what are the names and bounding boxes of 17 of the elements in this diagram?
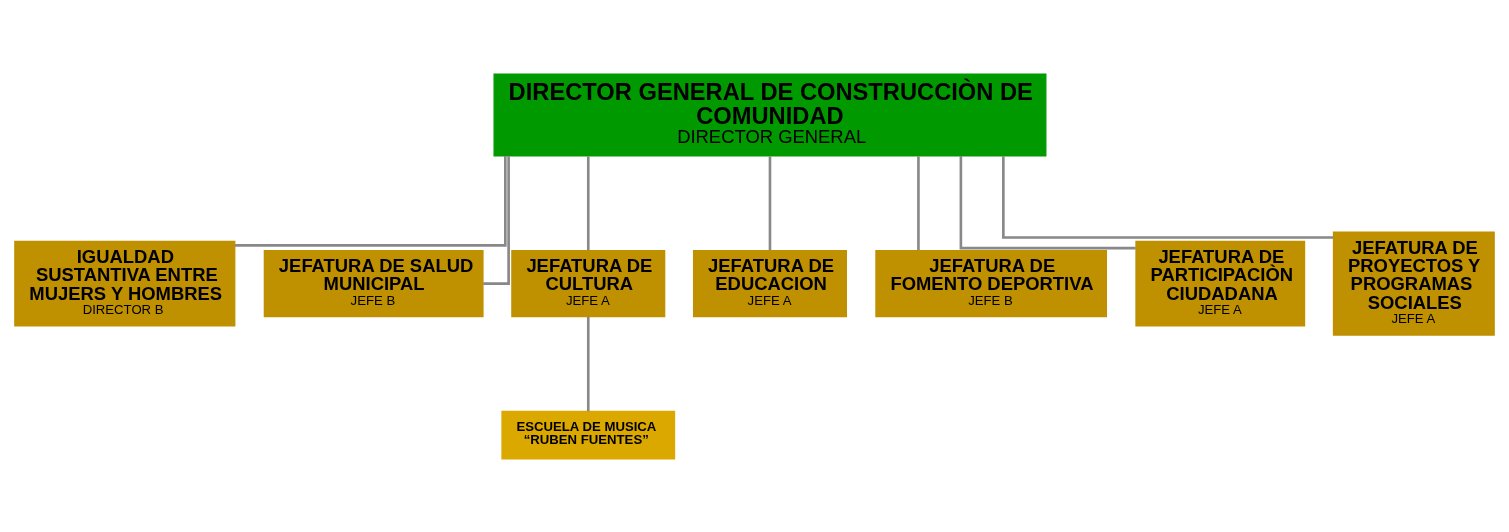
node-box: IGUALDAD SUSTANTIVA ENTRE MUJERS Y HOMBRES DIRECTOR B <box>14 240 236 326</box>
connector <box>917 155 920 250</box>
node-box: JEFATURA DE PARTICIPACIÒN CIUDADANA JEFE A <box>1135 240 1306 326</box>
connector <box>1002 155 1334 239</box>
connector <box>959 155 1136 249</box>
connector <box>586 155 590 250</box>
node-box: JEFATURA DE FOMENTO DEPORTIVA JEFE B <box>875 249 1108 317</box>
node-box: ESCUELA DE MUSICA “RUBEN FUENTES” <box>501 410 676 459</box>
node-box: DIRECTOR GENERAL DE CONSTRUCCIÒN DE COMUNIDAD DIRECTOR GENERAL <box>493 73 1047 157</box>
connector <box>586 316 590 411</box>
node-box: JEFATURA DE PROYECTOS Y PROGRAMAS SOCIALES JEFE A <box>1332 231 1495 336</box>
connector <box>234 155 507 247</box>
connector <box>768 155 772 250</box>
connector <box>483 155 510 285</box>
node-box: JEFATURA DE CULTURA JEFE A <box>511 249 666 317</box>
node-box: JEFATURA DE EDUCACION JEFE A <box>692 249 847 317</box>
node-box: JEFATURA DE SALUD MUNICIPAL JEFE B <box>263 249 484 317</box>
